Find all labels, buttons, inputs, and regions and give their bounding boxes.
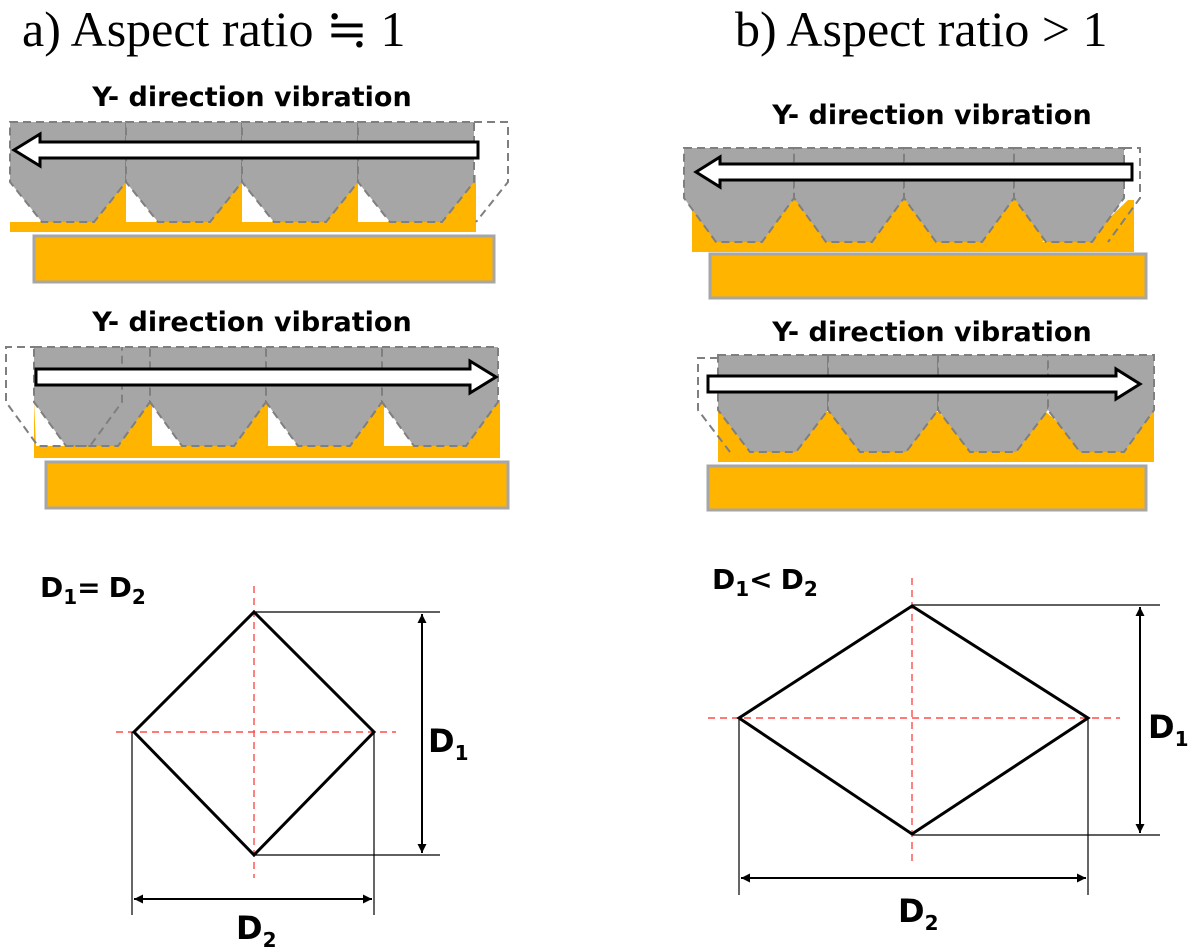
panel-b-bottom-structure: Y- direction vibration	[697, 317, 1155, 512]
substrate-teeth	[718, 404, 1154, 462]
substrate-bar	[708, 252, 1148, 300]
panel-b-heading: b) Aspect ratio > 1	[735, 1, 1108, 57]
panel-b-bottom-vibration-label: Y- direction vibration	[771, 317, 1091, 348]
panel-a-bottom-vibration-label: Y- direction vibration	[91, 307, 411, 338]
d2-label: D2	[236, 909, 276, 947]
substrate-teeth	[692, 198, 1134, 252]
panel-b-rhombus-diagram: D1 D2	[708, 578, 1188, 935]
ghost-tooth-outline	[474, 121, 509, 223]
ghost-tooth-outline	[5, 346, 123, 447]
right-arrow	[706, 366, 1143, 402]
d1-label: D1	[428, 722, 468, 765]
left-arrow	[693, 154, 1134, 190]
panel-a-bottom-structure: Y- direction vibration	[5, 307, 510, 510]
ghost-tooth-outline	[1107, 147, 1141, 243]
d1-label: D1	[1148, 708, 1188, 751]
panel-a-top-structure: Y- direction vibration	[9, 82, 509, 284]
panel-a-top-vibration-label: Y- direction vibration	[91, 82, 411, 113]
panel-b: b) Aspect ratio > 1 Y- direction vibrati…	[683, 1, 1188, 935]
panel-a: a) Aspect ratio ≒ 1 Y- direction vibrati…	[5, 1, 510, 947]
rhombus-shape	[736, 604, 1091, 836]
panel-b-top-vibration-label: Y- direction vibration	[771, 100, 1091, 131]
left-arrow	[11, 131, 480, 169]
substrate-bar	[32, 234, 496, 284]
substrate-teeth	[34, 400, 500, 458]
substrate-bar	[44, 460, 510, 510]
panel-b-top-structure: Y- direction vibration	[683, 100, 1148, 300]
ghost-tooth-outline	[697, 357, 731, 453]
panel-b-relation: D1<D2	[712, 563, 818, 601]
d2-label: D2	[898, 892, 938, 935]
substrate-bar	[706, 464, 1148, 512]
panel-a-diamond-diagram: D1 D2	[116, 586, 468, 947]
panel-a-heading: a) Aspect ratio ≒ 1	[22, 1, 405, 57]
right-arrow	[34, 358, 499, 396]
panel-a-relation: D1=D2	[40, 571, 146, 609]
